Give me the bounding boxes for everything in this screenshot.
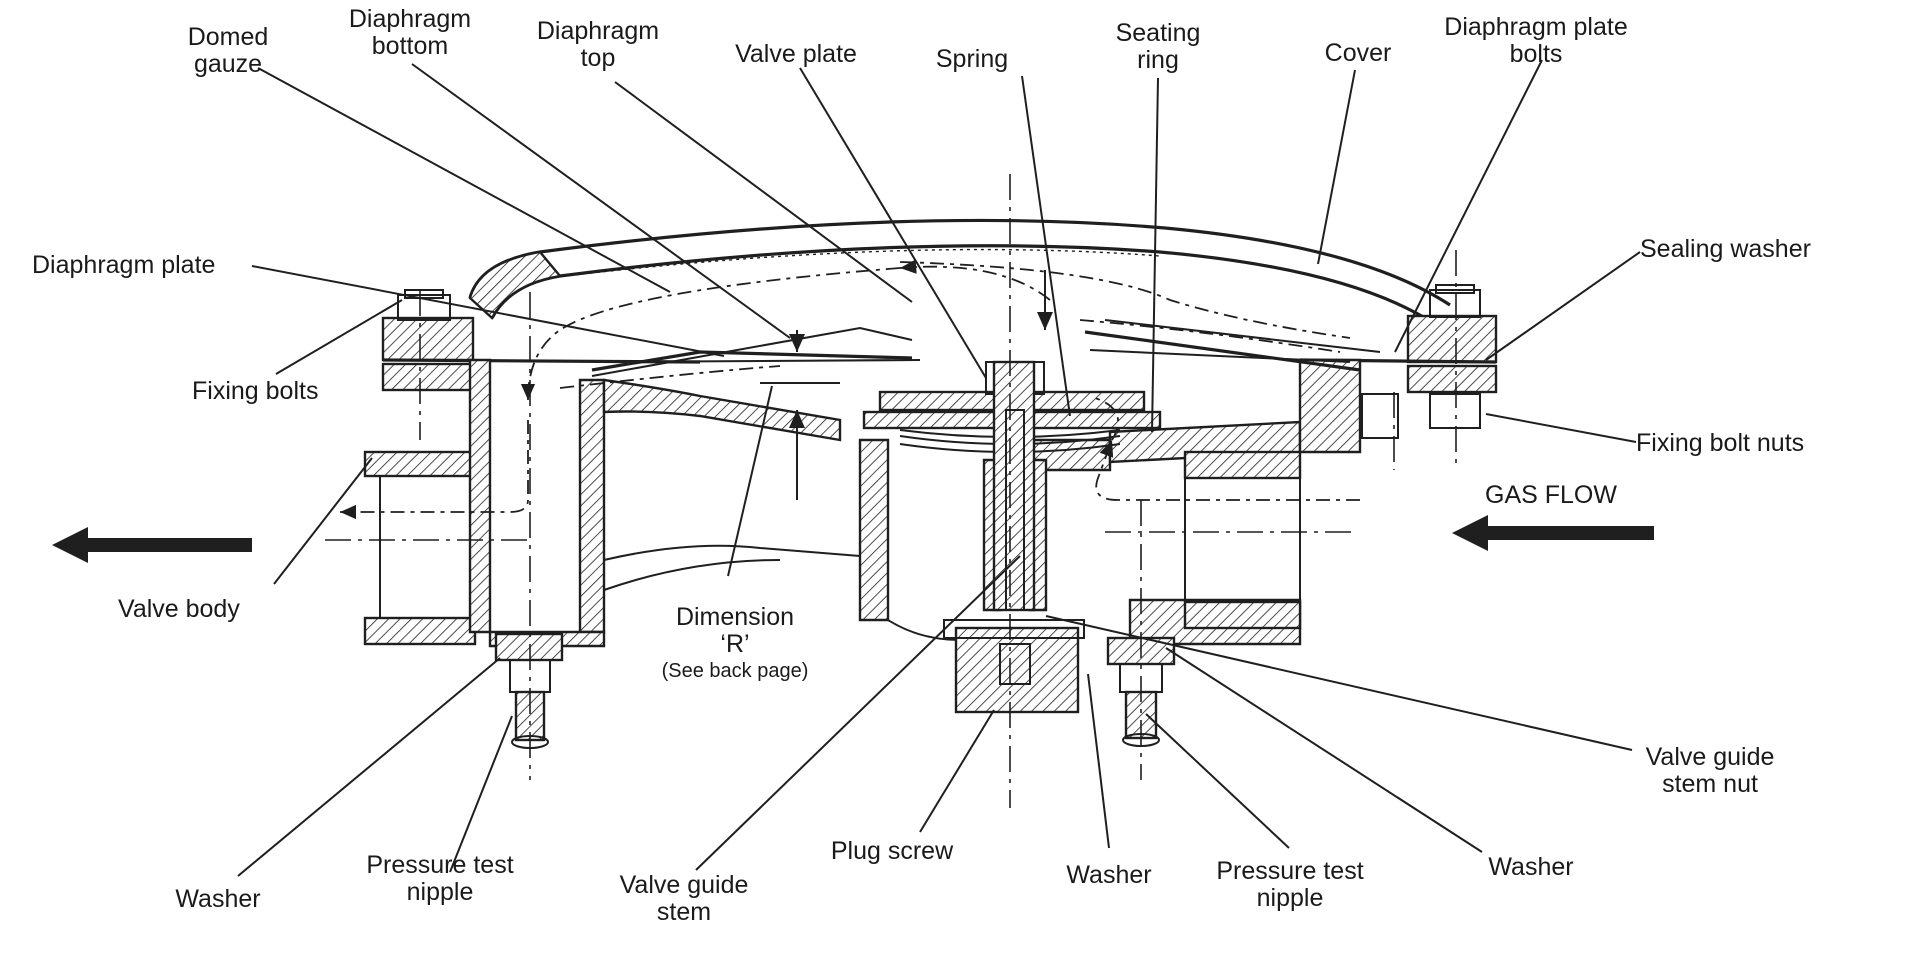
label-valve-guide-stem-line1: Valve guide bbox=[619, 871, 749, 899]
label-sealing-washer-text: Sealing washer bbox=[1640, 235, 1811, 263]
label-domed-gauze: Domed gauze bbox=[172, 24, 284, 78]
label-domed-gauze-line1: Domed bbox=[187, 23, 269, 51]
label-valve-guide-stem: Valve guide stem bbox=[604, 872, 764, 926]
label-washer-right: Washer bbox=[1474, 854, 1588, 881]
label-pressure-test-nipple-right-line2: nipple bbox=[1256, 884, 1324, 912]
label-washer-center: Washer bbox=[1052, 862, 1166, 889]
label-diaphragm-plate-bolts-line2: bolts bbox=[1509, 40, 1563, 68]
valve-guide-stem bbox=[992, 360, 1036, 612]
label-dimension-r-line2: ‘R’ bbox=[720, 630, 750, 658]
label-pressure-test-nipple-right: Pressure test nipple bbox=[1196, 858, 1384, 912]
label-washer-left-text: Washer bbox=[175, 885, 261, 913]
cover bbox=[468, 218, 1451, 320]
label-diaphragm-bottom: Diaphragm bottom bbox=[330, 6, 490, 60]
label-pressure-test-nipple-left-line1: Pressure test bbox=[366, 851, 514, 879]
label-washer-center-text: Washer bbox=[1066, 861, 1152, 889]
label-diaphragm-bottom-line2: bottom bbox=[371, 32, 449, 60]
label-diaphragm-bottom-line1: Diaphragm bbox=[348, 5, 472, 33]
label-cover: Cover bbox=[1310, 40, 1406, 67]
label-diaphragm-plate: Diaphragm plate bbox=[32, 252, 215, 279]
label-spring-text: Spring bbox=[935, 45, 1009, 73]
label-diaphragm-plate-bolts: Diaphragm plate bolts bbox=[1418, 14, 1654, 68]
label-seating-ring-line2: ring bbox=[1137, 46, 1179, 74]
valve-body bbox=[363, 358, 1362, 648]
label-valve-guide-stem-nut: Valve guide stem nut bbox=[1630, 744, 1790, 798]
plug-screw bbox=[943, 619, 1085, 714]
label-washer-left: Washer bbox=[158, 886, 278, 913]
label-domed-gauze-line2: gauze bbox=[193, 50, 263, 78]
label-cover-text: Cover bbox=[1324, 39, 1392, 67]
label-diaphragm-top-line2: top bbox=[580, 44, 616, 72]
centre-lines bbox=[325, 174, 1457, 808]
gas-flow-arrow-outlet bbox=[52, 527, 252, 563]
leader-lines bbox=[237, 59, 1641, 877]
label-diaphragm-plate-text: Diaphragm plate bbox=[32, 251, 216, 279]
label-valve-guide-stem-nut-line2: stem nut bbox=[1662, 770, 1758, 798]
label-valve-plate-text: Valve plate bbox=[735, 40, 857, 68]
label-pressure-test-nipple-left-line2: nipple bbox=[406, 878, 474, 906]
label-dimension-r-line1: Dimension bbox=[675, 603, 795, 631]
label-sealing-washer: Sealing washer bbox=[1640, 236, 1811, 263]
label-plug-screw-text: Plug screw bbox=[830, 837, 954, 865]
dimension-r-marker bbox=[760, 330, 840, 500]
label-valve-guide-stem-line2: stem bbox=[656, 898, 712, 926]
label-gas-flow-text: GAS FLOW bbox=[1485, 481, 1617, 509]
label-fixing-bolts-text: Fixing bolts bbox=[192, 377, 319, 405]
label-diaphragm-top: Diaphragm top bbox=[518, 18, 678, 72]
label-fixing-bolts: Fixing bolts bbox=[192, 378, 318, 405]
label-spring: Spring bbox=[922, 46, 1022, 73]
label-valve-guide-stem-nut-line1: Valve guide bbox=[1645, 743, 1775, 771]
gas-flow-path bbox=[340, 259, 1360, 520]
label-diaphragm-plate-bolts-line1: Diaphragm plate bbox=[1444, 13, 1628, 41]
label-valve-plate: Valve plate bbox=[716, 41, 876, 68]
label-seating-ring-line1: Seating bbox=[1115, 19, 1201, 47]
right-flange bbox=[1361, 284, 1498, 439]
label-diaphragm-top-line1: Diaphragm bbox=[536, 17, 660, 45]
label-fixing-bolt-nuts-text: Fixing bolt nuts bbox=[1636, 429, 1805, 457]
label-plug-screw: Plug screw bbox=[818, 838, 966, 865]
label-seating-ring: Seating ring bbox=[1098, 20, 1218, 74]
label-see-back-page: (See back page) bbox=[661, 660, 809, 682]
label-washer-right-text: Washer bbox=[1488, 853, 1574, 881]
label-pressure-test-nipple-right-line1: Pressure test bbox=[1216, 857, 1364, 885]
diaphragm-assembly bbox=[559, 261, 1381, 389]
label-gas-flow: GAS FLOW bbox=[1485, 482, 1617, 509]
label-pressure-test-nipple-left: Pressure test nipple bbox=[346, 852, 534, 906]
label-valve-body-text: Valve body bbox=[118, 595, 240, 623]
label-valve-body: Valve body bbox=[118, 596, 240, 623]
label-dimension-r: Dimension ‘R’ (See back page) bbox=[660, 604, 810, 685]
gas-flow-arrow-inlet bbox=[1452, 515, 1654, 551]
label-fixing-bolt-nuts: Fixing bolt nuts bbox=[1636, 430, 1804, 457]
